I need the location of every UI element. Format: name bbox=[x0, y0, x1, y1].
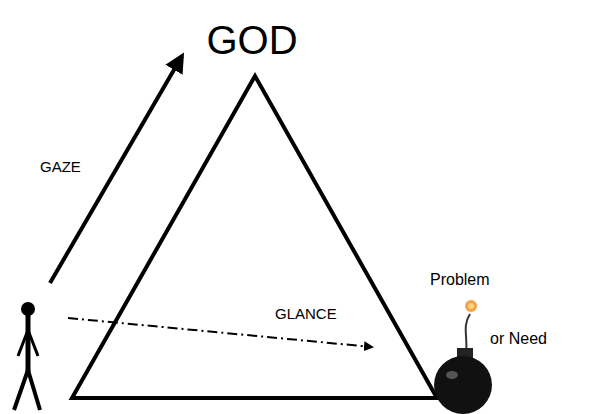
triangle bbox=[72, 76, 437, 398]
problem-label: Problem bbox=[430, 272, 490, 288]
gaze-label: GAZE bbox=[40, 159, 81, 174]
glance-label: GLANCE bbox=[275, 306, 337, 321]
stick-figure bbox=[14, 302, 40, 410]
bomb-symbol bbox=[434, 300, 492, 414]
glance-arrow bbox=[68, 318, 372, 347]
need-label: or Need bbox=[490, 331, 547, 347]
god-label: GOD bbox=[206, 20, 297, 60]
